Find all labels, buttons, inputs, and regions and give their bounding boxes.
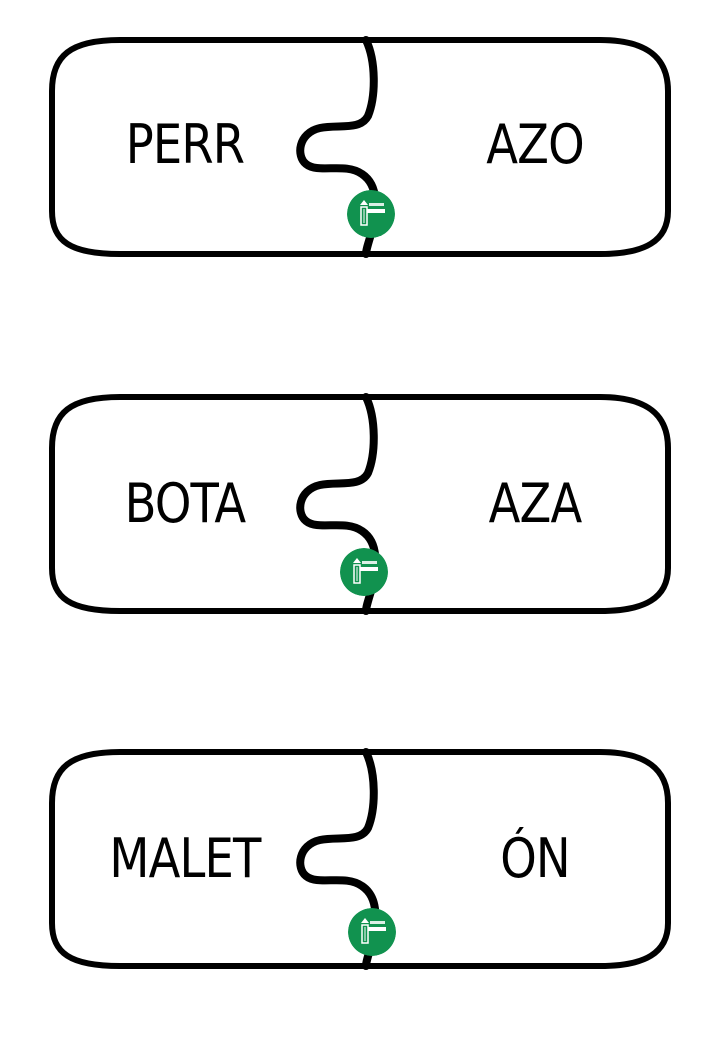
green-logo-badge-icon: [348, 908, 396, 956]
left-piece-word[interactable]: PERR: [125, 113, 245, 176]
left-piece-word[interactable]: BOTA: [124, 472, 247, 535]
right-piece-word[interactable]: AZO: [486, 113, 584, 176]
puzzle-card-3: MALET ÓN: [0, 748, 720, 988]
green-logo-badge-icon: [347, 190, 395, 238]
left-piece-word[interactable]: MALET: [109, 827, 261, 890]
right-piece-word[interactable]: AZA: [488, 472, 583, 535]
puzzle-card-2: BOTA AZA: [0, 393, 720, 633]
green-logo-badge-icon: [340, 548, 388, 596]
puzzle-card-1: PERR AZO: [0, 36, 720, 276]
right-piece-word[interactable]: ÓN: [500, 827, 570, 890]
